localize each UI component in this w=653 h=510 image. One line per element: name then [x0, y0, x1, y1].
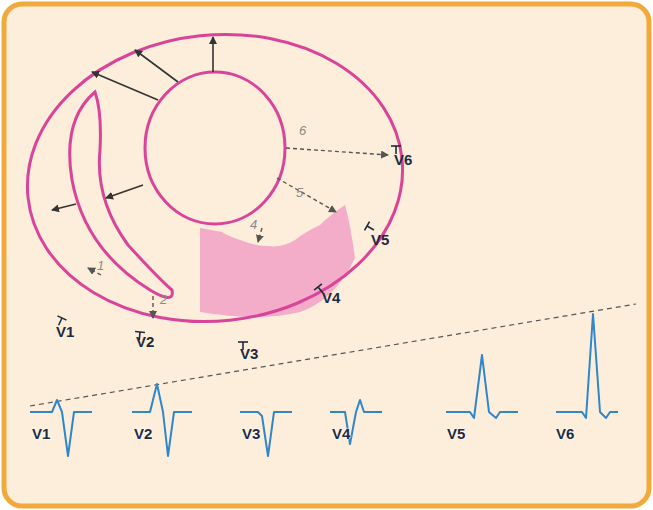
ecg-traces	[30, 314, 618, 456]
callout-number: 4	[250, 218, 257, 231]
lead-label: V6	[394, 152, 412, 167]
ecg-lead-label: V5	[447, 426, 465, 441]
lead-label: V1	[56, 324, 74, 339]
reference-line	[30, 304, 636, 406]
callout-number: 5	[296, 186, 303, 199]
lead-label: V5	[371, 232, 389, 247]
lead-label: V4	[322, 290, 340, 305]
ecg-lead-label: V2	[134, 426, 152, 441]
right-ventricle	[70, 92, 173, 298]
ecg-lead-label: V3	[242, 426, 260, 441]
heart-outline	[13, 16, 417, 340]
frame	[4, 4, 649, 506]
ecg-lead-label: V6	[556, 426, 574, 441]
callout-number: 1	[97, 259, 104, 272]
callout-number: 6	[299, 124, 306, 137]
left-ventricle	[145, 72, 285, 224]
lead-label: V3	[240, 346, 258, 361]
ecg-lead-label: V4	[332, 426, 350, 441]
lead-label: V2	[136, 334, 154, 349]
callout-number: 2	[160, 293, 167, 306]
ecg-lead-label: V1	[32, 426, 50, 441]
